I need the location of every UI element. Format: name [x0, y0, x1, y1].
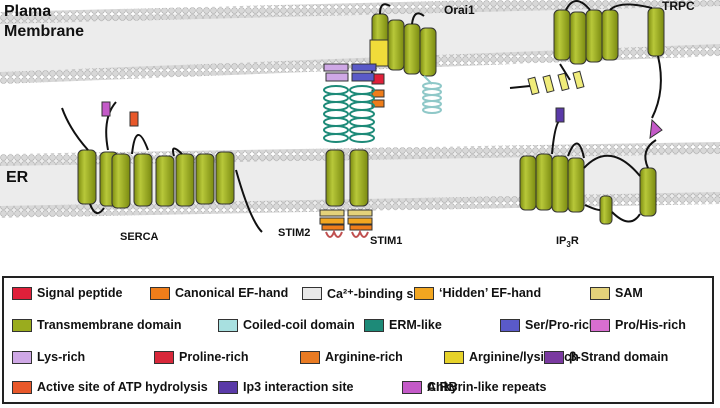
legend-label: Coiled-coil domain — [243, 318, 355, 332]
stim-proteins — [319, 63, 377, 238]
stim2-label: STIM2 — [278, 227, 310, 239]
legend-swatch — [302, 286, 322, 300]
legend-label: SAM — [615, 286, 643, 300]
orai1-label: Orai1 — [444, 3, 475, 17]
plasma-label-line1: Plama — [4, 3, 51, 20]
legend-label: Ca²⁺-binding site — [327, 286, 429, 301]
legend-item: SAM — [590, 284, 643, 302]
legend-item: Signal peptide — [12, 284, 122, 302]
legend-item: Ca²⁺-binding site — [302, 284, 428, 302]
legend-label: Pro/His-rich — [615, 318, 686, 332]
legend-item: Pro/His-rich — [590, 316, 686, 334]
legend-label: CIRB — [427, 380, 458, 394]
stim1-label: STIM1 — [370, 235, 402, 247]
legend-item: Transmembrane domain — [12, 316, 182, 334]
legend-swatch — [12, 286, 32, 300]
legend-box: Signal peptide Canonical EF-hand Ca²⁺-bind… — [2, 276, 714, 404]
legend-swatch — [300, 350, 320, 364]
legend-item: Canonical EF-hand — [150, 284, 288, 302]
legend-swatch — [544, 350, 564, 364]
ip3r-protein — [519, 107, 663, 225]
serca-protein — [61, 101, 263, 233]
legend-label: ERM-like — [389, 318, 442, 332]
ip3r-label-suffix: R — [571, 235, 579, 247]
legend-item: Coiled-coil domain — [218, 316, 355, 334]
legend-swatch — [590, 318, 610, 332]
legend-label: Arginine-rich — [325, 350, 403, 364]
trpc-protein — [509, 0, 665, 119]
membrane-diagram: Plama Membrane ER Orai1 — [0, 0, 720, 249]
legend-item: Proline-rich — [154, 348, 248, 366]
legend-swatch — [12, 318, 32, 332]
legend-swatch — [414, 286, 434, 300]
legend-label: Canonical EF-hand — [175, 286, 289, 300]
legend-item: Active site of ATP hydrolysis — [12, 378, 208, 396]
legend-swatch — [444, 350, 464, 364]
legend-swatch — [12, 350, 32, 364]
legend-swatch — [218, 318, 238, 332]
legend-label: Active site of ATP hydrolysis — [37, 380, 208, 394]
legend-item: β-Strand domain — [544, 348, 668, 366]
legend-label: Lys-rich — [37, 350, 86, 364]
serca-label: SERCA — [120, 231, 159, 243]
trpc-label: TRPC — [662, 0, 695, 13]
ip3r-label: IP3R — [556, 235, 579, 249]
legend-item: ‘Hidden’ EF-hand — [414, 284, 541, 302]
plasma-membrane-label: Plama Membrane — [4, 3, 84, 40]
ip3r-label-prefix: IP — [556, 235, 566, 247]
legend-label: Ser/Pro-rich — [525, 318, 597, 332]
legend-item: Ip3 interaction site — [218, 378, 353, 396]
legend-swatch — [364, 318, 384, 332]
plasma-label-line2: Membrane — [4, 23, 84, 40]
orai1-protein — [369, 3, 442, 114]
legend-swatch — [218, 380, 238, 394]
legend-swatch — [154, 350, 174, 364]
er-label: ER — [6, 169, 29, 186]
legend-item: Lys-rich — [12, 348, 85, 366]
ip3r-label-sub: 3 — [566, 240, 571, 249]
legend-item: Arginine-rich — [300, 348, 403, 366]
legend-swatch — [500, 318, 520, 332]
legend-label: Ip3 interaction site — [243, 380, 354, 394]
legend-label: Transmembrane domain — [37, 318, 182, 332]
legend-swatch — [150, 286, 170, 300]
legend-item: Ser/Pro-rich — [500, 316, 597, 334]
legend-swatch — [12, 380, 32, 394]
legend-label: Signal peptide — [37, 286, 123, 300]
legend-item: ERM-like — [364, 316, 442, 334]
legend-label: β-Strand domain — [569, 350, 669, 364]
legend-item: CIRB — [402, 378, 458, 396]
legend-label: Ankyrin-like repeats — [427, 380, 547, 394]
legend-swatch — [590, 286, 610, 300]
legend-label: Proline-rich — [179, 350, 249, 364]
legend-label: ‘Hidden’ EF-hand — [439, 286, 542, 300]
legend-swatch — [402, 380, 422, 394]
